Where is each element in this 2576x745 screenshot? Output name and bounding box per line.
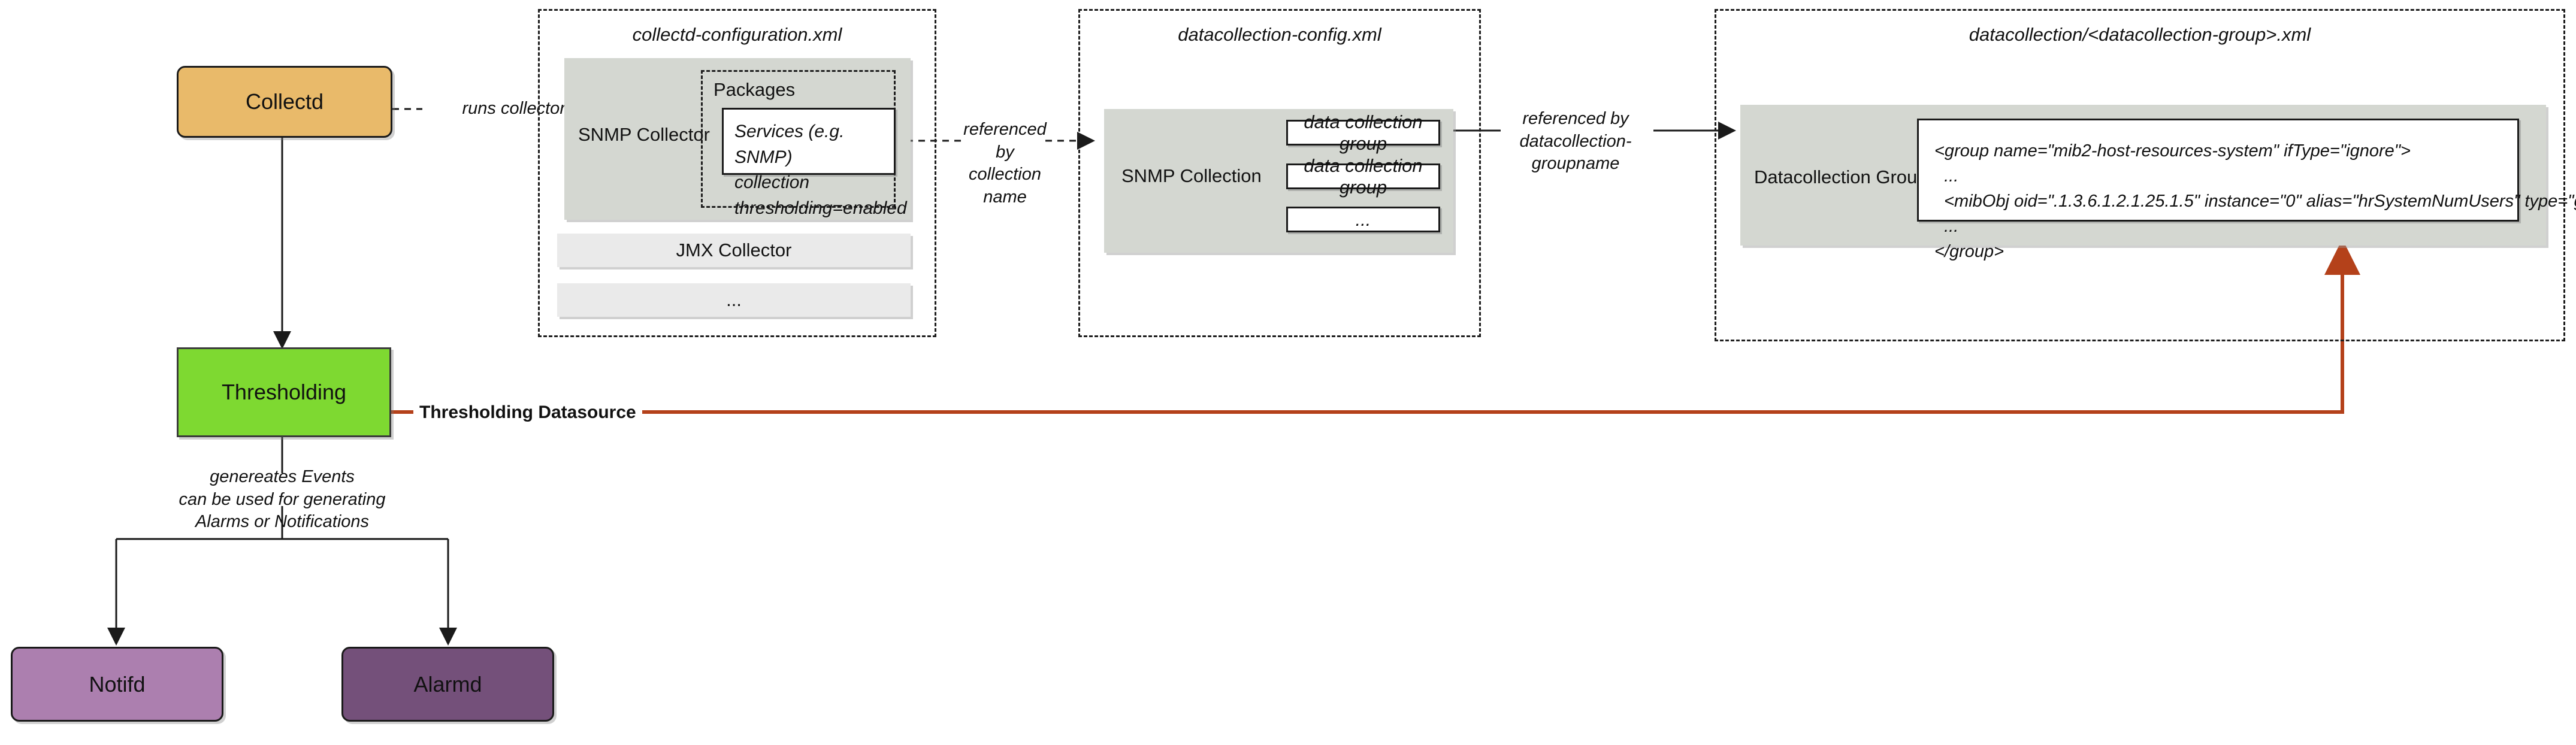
row-jmx-collector[interactable]: JMX Collector	[557, 234, 911, 267]
node-alarmd[interactable]: Alarmd	[341, 647, 554, 722]
box-data-collection-group-more-label: ...	[1355, 208, 1371, 230]
node-thresholding-label: Thresholding	[221, 380, 347, 404]
edge-label-runs-collectors: runs collectors	[462, 99, 575, 118]
row-more-collectors-label: ...	[726, 289, 742, 310]
box-datacollection-group-xml[interactable]: <group name="mib2-host-resources-system"…	[1917, 119, 2576, 261]
block-snmp-collector-label: SNMP Collector	[578, 124, 710, 145]
box-data-collection-group-2[interactable]: data collection group	[1286, 155, 1440, 198]
box-data-collection-group-more[interactable]: ...	[1286, 207, 1440, 232]
block-snmp-collection-label: SNMP Collection	[1121, 165, 1262, 186]
panel-collectd-configuration-title: collectd-configuration.xml	[632, 24, 842, 45]
panel-datacollection-group: datacollection/<datacollection-group>.xm…	[1715, 9, 2565, 341]
node-thresholding[interactable]: Thresholding	[177, 347, 391, 437]
node-notifd[interactable]: Notifd	[11, 647, 223, 722]
panel-datacollection-group-title: datacollection/<datacollection-group>.xm…	[1969, 24, 2311, 45]
edge-label-generates-events: genereates Events can be used for genera…	[179, 467, 386, 532]
box-services-collection[interactable]: Services (e.g. SNMP) collection threshol…	[722, 108, 907, 218]
node-notifd-label: Notifd	[89, 671, 146, 696]
node-collectd-label: Collectd	[245, 89, 324, 114]
node-alarmd-label: Alarmd	[413, 671, 482, 696]
node-collectd[interactable]: Collectd	[177, 66, 392, 138]
edge-label-referenced-by-collection-name: referenced by collection name	[963, 120, 1047, 207]
panel-datacollection-config: datacollection-config.xml	[1078, 9, 1481, 337]
box-data-collection-group-1-label: data collection group	[1304, 111, 1423, 154]
block-datacollection-group-label: Datacollection Group	[1754, 166, 1928, 187]
row-more-collectors[interactable]: ...	[557, 283, 911, 317]
row-jmx-collector-label: JMX Collector	[676, 240, 792, 261]
box-data-collection-group-2-label: data collection group	[1304, 155, 1423, 198]
panel-collectd-configuration: collectd-configuration.xml	[538, 9, 936, 337]
group-packages-title: Packages	[713, 79, 796, 100]
panel-datacollection-config-title: datacollection-config.xml	[1178, 24, 1381, 45]
edge-label-thresholding-datasource: Thresholding Datasource	[413, 402, 642, 423]
box-data-collection-group-1[interactable]: data collection group	[1286, 111, 1440, 154]
edge-label-referenced-by-datacollection-groupname: referenced by datacollection-groupname	[1519, 109, 1632, 174]
